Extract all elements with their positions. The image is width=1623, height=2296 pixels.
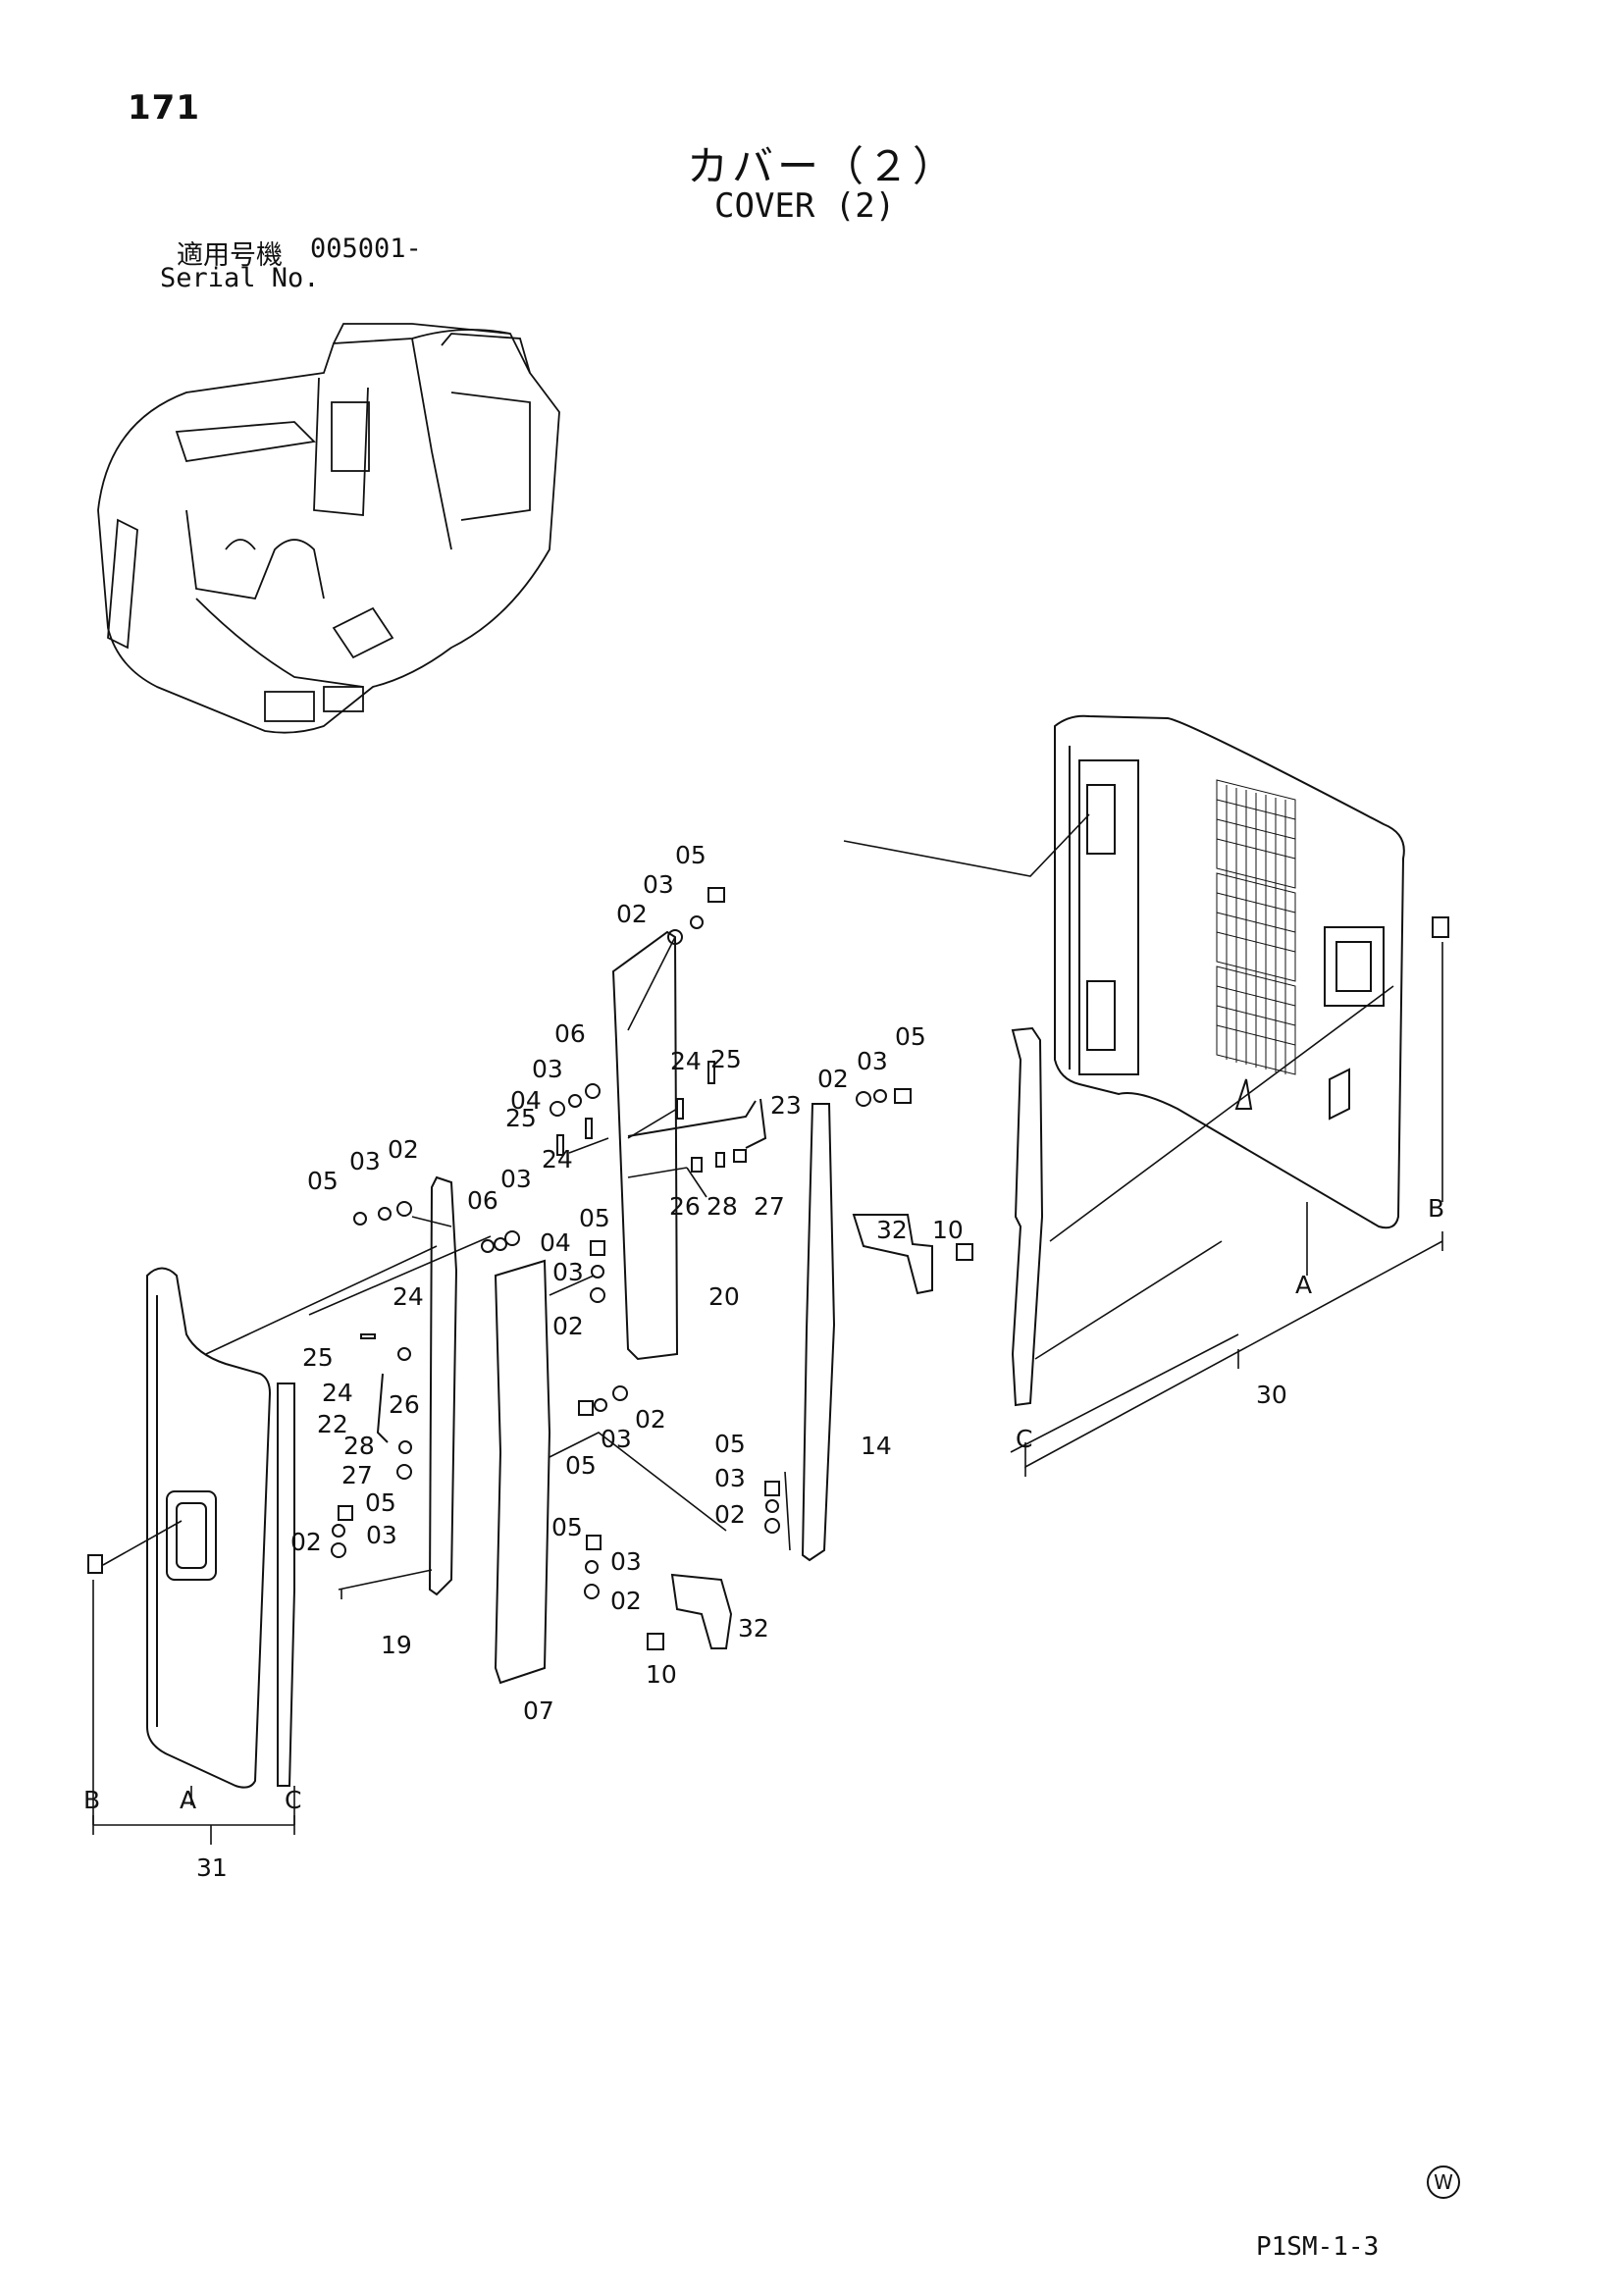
callout-label: 05 bbox=[579, 1204, 610, 1232]
callout-label: 02 bbox=[817, 1065, 849, 1093]
callout-label: 03 bbox=[857, 1047, 888, 1075]
callout-label: 10 bbox=[932, 1216, 964, 1244]
fasteners bbox=[331, 887, 973, 1650]
callout-label: 26 bbox=[389, 1390, 420, 1419]
callout-label: 05 bbox=[551, 1513, 583, 1541]
callout-label: 02 bbox=[635, 1405, 666, 1434]
bracket-32-lower bbox=[670, 1573, 733, 1649]
callout-label: 24 bbox=[542, 1145, 573, 1174]
large-cover-panel bbox=[1054, 714, 1405, 1229]
callout-label: 03 bbox=[552, 1258, 584, 1286]
callout-label: 19 bbox=[381, 1631, 412, 1659]
callout-label: 27 bbox=[754, 1192, 785, 1221]
callout-label: 05 bbox=[565, 1451, 597, 1480]
callout-label: 02 bbox=[714, 1500, 746, 1529]
callout-label: 32 bbox=[738, 1614, 769, 1643]
callout-label: 07 bbox=[523, 1696, 554, 1725]
bracket-07 bbox=[494, 1259, 551, 1685]
pin-right bbox=[1432, 916, 1449, 938]
callout-label: 02 bbox=[616, 900, 648, 928]
callout-label: 05 bbox=[307, 1167, 339, 1195]
callout-label: 22 bbox=[317, 1410, 348, 1438]
callout-label: 27 bbox=[341, 1461, 373, 1489]
callout-label: 03 bbox=[500, 1165, 532, 1193]
callout-label: 02 bbox=[388, 1135, 419, 1164]
callout-label: 28 bbox=[707, 1192, 738, 1221]
rod-23 bbox=[627, 1098, 767, 1149]
callout-label: 06 bbox=[554, 1019, 586, 1048]
callout-label: 31 bbox=[196, 1853, 228, 1882]
callout-label: 04 bbox=[540, 1228, 571, 1257]
callout-label: 20 bbox=[708, 1282, 740, 1311]
bracket-32-upper bbox=[852, 1214, 933, 1295]
callout-label: 02 bbox=[290, 1528, 322, 1556]
callout-label: 14 bbox=[861, 1432, 892, 1460]
callout-label: 02 bbox=[610, 1587, 642, 1615]
leader-lines bbox=[92, 813, 1443, 1845]
callout-label: 05 bbox=[714, 1430, 746, 1458]
callout-label: C bbox=[285, 1786, 301, 1814]
callout-label: 24 bbox=[322, 1379, 353, 1407]
callout-label: 03 bbox=[643, 870, 674, 899]
callout-label: B bbox=[83, 1786, 100, 1814]
callout-label: 26 bbox=[669, 1192, 701, 1221]
serial-label-english: Serial No. bbox=[160, 263, 320, 293]
callout-label: 05 bbox=[365, 1488, 396, 1517]
callout-label: A bbox=[180, 1786, 196, 1814]
callout-label: 25 bbox=[710, 1045, 742, 1073]
large-cover-grilles bbox=[1216, 779, 1296, 1075]
serial-label-japanese: 適用号機 bbox=[177, 240, 283, 271]
rubber-seal-right bbox=[1011, 1026, 1044, 1407]
callout-label: 04 bbox=[510, 1086, 542, 1115]
callout-label: B bbox=[1428, 1194, 1444, 1223]
callout-label: C bbox=[1016, 1425, 1032, 1453]
serial-number-value: 005001- bbox=[310, 234, 422, 264]
callout-label: 25 bbox=[505, 1104, 537, 1132]
machine-overview-sketch bbox=[97, 323, 560, 734]
drawing-code: P1SM-1-3 bbox=[1256, 2232, 1380, 2262]
page-title-japanese: カバー（２） bbox=[687, 142, 959, 190]
callout-label: 23 bbox=[770, 1091, 802, 1120]
bracket-14 bbox=[801, 1103, 836, 1562]
left-door-panel bbox=[146, 1267, 272, 1789]
callout-label: 03 bbox=[532, 1055, 563, 1083]
callout-label: 24 bbox=[393, 1282, 424, 1311]
page-title-english: COVER (2) bbox=[714, 186, 896, 226]
callout-label: A bbox=[1295, 1271, 1312, 1299]
pin-left bbox=[87, 1554, 103, 1574]
callout-label: 03 bbox=[349, 1147, 381, 1175]
callout-label: 06 bbox=[467, 1186, 498, 1215]
rod-22 bbox=[376, 1373, 389, 1443]
callout-label: 25 bbox=[302, 1343, 334, 1372]
rubber-seal-left bbox=[277, 1383, 295, 1787]
callout-label: 28 bbox=[343, 1432, 375, 1460]
callout-label: 32 bbox=[876, 1216, 908, 1244]
callout-label: 24 bbox=[670, 1047, 702, 1075]
callout-label: 03 bbox=[610, 1547, 642, 1576]
page-number: 171 bbox=[128, 88, 200, 128]
callout-label: 10 bbox=[646, 1660, 677, 1689]
callout-label: 03 bbox=[366, 1521, 397, 1549]
callout-label: 03 bbox=[601, 1425, 632, 1453]
callout-label: 02 bbox=[552, 1312, 584, 1340]
callout-label: 05 bbox=[895, 1022, 926, 1051]
watermark-w-symbol: W bbox=[1427, 2166, 1460, 2199]
callout-label: 03 bbox=[714, 1464, 746, 1492]
callout-labels: 05 03 02 06 03 04 24 25 23 02 03 05 25 2… bbox=[83, 841, 1444, 1882]
bracket-19 bbox=[428, 1175, 458, 1596]
callout-label: 05 bbox=[675, 841, 707, 869]
callout-label: 30 bbox=[1256, 1381, 1287, 1409]
